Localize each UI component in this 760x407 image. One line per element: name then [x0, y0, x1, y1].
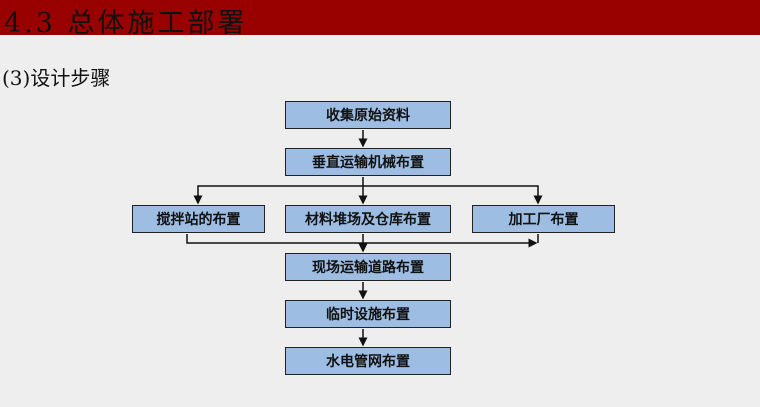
- step-processing-plant: 加工厂布置: [472, 205, 615, 233]
- step-collect-data: 收集原始资料: [285, 101, 451, 129]
- header-bar: 4.3 总体施工部署: [0, 0, 760, 39]
- page-title: 4.3 总体施工部署: [4, 8, 248, 39]
- step-water-power-network: 水电管网布置: [285, 347, 451, 375]
- section-subtitle: (3)设计步骤: [2, 66, 111, 90]
- step-temporary-facilities: 临时设施布置: [285, 300, 451, 328]
- step-mixing-station: 搅拌站的布置: [132, 205, 265, 233]
- step-material-storage: 材料堆场及仓库布置: [285, 205, 451, 233]
- step-vertical-transport: 垂直运输机械布置: [285, 148, 451, 176]
- step-site-roads: 现场运输道路布置: [285, 253, 451, 281]
